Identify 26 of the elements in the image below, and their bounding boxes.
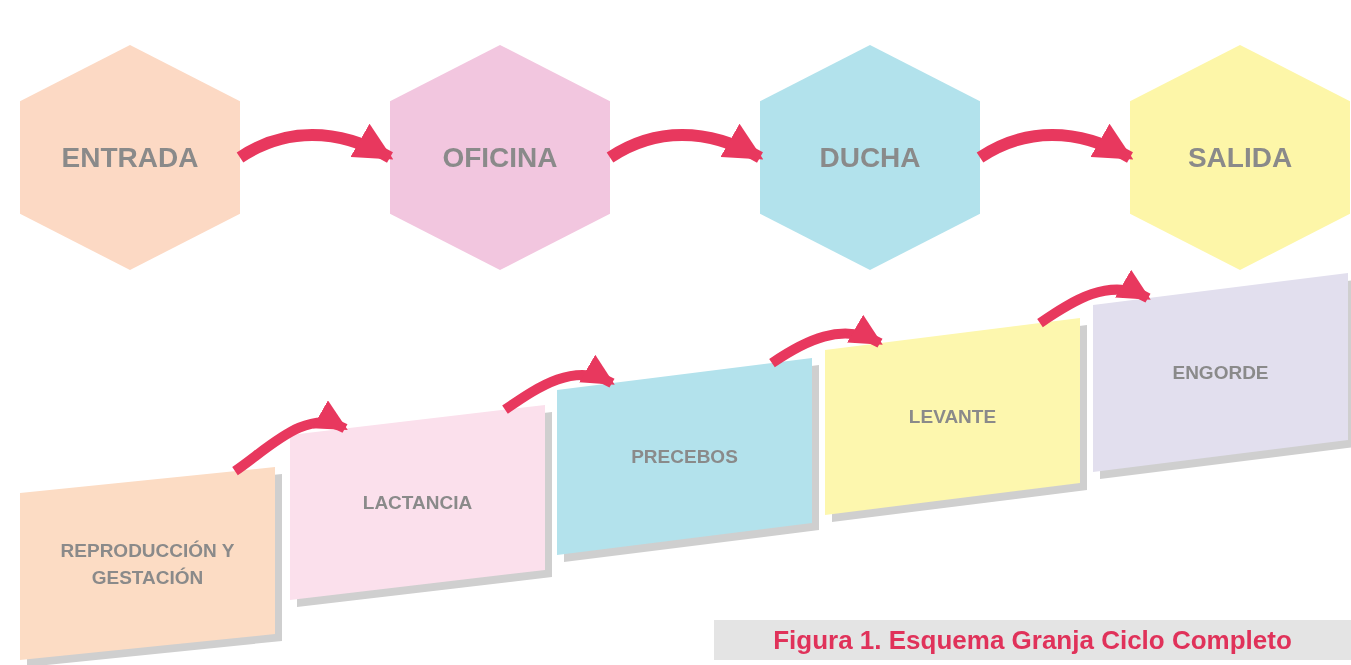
stage-label: ENGORDE <box>1171 361 1270 385</box>
curved-arrow <box>232 402 348 476</box>
hexagon-step <box>760 45 980 270</box>
stage-label: REPRODUCCIÓN Y GESTACIÓN <box>59 538 236 590</box>
curved-arrow <box>502 356 615 414</box>
curved-arrow <box>1037 271 1151 328</box>
step-label: OFICINA <box>442 140 558 175</box>
stage-panel <box>557 358 819 562</box>
stage-label: PRECEBOS <box>630 445 739 469</box>
curved-arrow <box>606 124 764 163</box>
hexagon-step <box>1130 45 1350 270</box>
stage-panel <box>825 318 1087 522</box>
step-label: DUCHA <box>819 140 921 175</box>
stage-panel <box>290 405 552 607</box>
stage-label: LACTANCIA <box>361 491 474 515</box>
stage-panel <box>1093 273 1351 479</box>
figure-caption: Figura 1. Esquema Granja Ciclo Completo <box>714 620 1351 660</box>
hexagon-step <box>20 45 240 270</box>
stage-label: LEVANTE <box>907 405 998 429</box>
curved-arrow <box>236 124 394 163</box>
curved-arrow <box>976 124 1134 163</box>
step-label: ENTRADA <box>61 140 199 175</box>
curved-arrow <box>769 316 883 368</box>
step-label: SALIDA <box>1187 140 1293 175</box>
hexagon-step <box>390 45 610 270</box>
stage-panel <box>20 467 282 665</box>
